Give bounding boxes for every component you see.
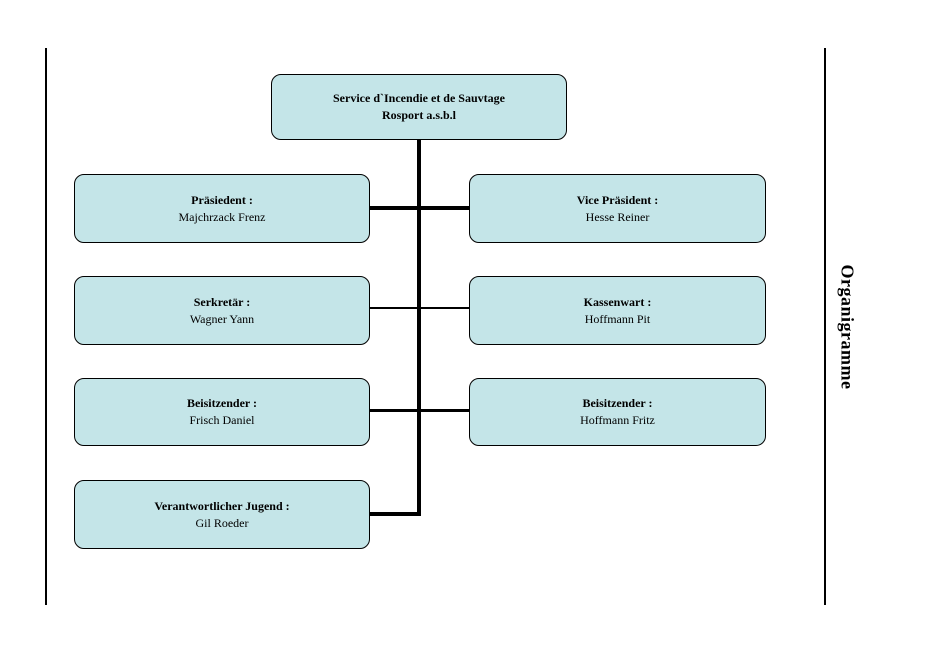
position-box-treasurer: Kassenwart : Hoffmann Pit <box>469 276 766 345</box>
position-name: Hoffmann Pit <box>584 311 651 326</box>
position-name: Gil Roeder <box>195 515 249 530</box>
position-role: Verantwortlicher Jugend : <box>154 498 290 513</box>
position-box-assessor-left: Beisitzender : Frisch Daniel <box>74 378 370 446</box>
position-box-president: Präsiedent : Majchrzack Frenz <box>74 174 370 243</box>
root-title-line1: Service d`Incendie et de Sauvtage <box>333 91 505 105</box>
position-box-youth-leader: Verantwortlicher Jugend : Gil Roeder <box>74 480 370 549</box>
connector-row-2 <box>370 307 470 309</box>
root-title-line2: Rosport a.s.b.l <box>381 108 456 122</box>
right-border-line <box>824 48 826 605</box>
position-box-assessor-right: Beisitzender : Hoffmann Fritz <box>469 378 766 446</box>
left-border-line <box>45 48 47 605</box>
connector-row-4 <box>370 512 421 516</box>
position-role: Beisitzender : <box>582 396 653 410</box>
side-title: Organigramme <box>837 264 858 390</box>
position-role: Kassenwart : <box>583 294 652 309</box>
position-role: Präsiedent : <box>191 192 253 207</box>
position-box-secretary: Serkretär : Wagner Yann <box>74 276 370 345</box>
position-name: Wagner Yann <box>189 311 255 326</box>
trunk-connector <box>417 139 421 516</box>
position-name: Hesse Reiner <box>585 209 650 224</box>
connector-row-1 <box>370 206 470 210</box>
position-role: Beisitzender : <box>186 396 258 410</box>
position-name: Frisch Daniel <box>189 413 255 427</box>
position-box-vice-president: Vice Präsident : Hesse Reiner <box>469 174 766 243</box>
position-role: Serkretär : <box>193 294 251 309</box>
connector-row-3 <box>370 409 470 412</box>
position-name: Majchrzack Frenz <box>178 209 266 224</box>
position-name: Hoffmann Fritz <box>580 413 655 427</box>
position-role: Vice Präsident : <box>576 192 659 207</box>
root-box: Service d`Incendie et de Sauvtage Rospor… <box>271 74 567 140</box>
